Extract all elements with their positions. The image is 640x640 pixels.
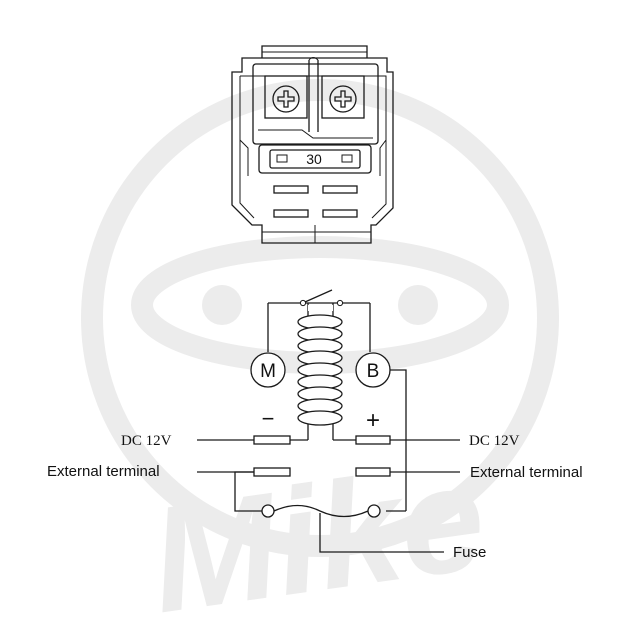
fuse-socket: [258, 144, 372, 174]
dc-terminal-minus: [253, 435, 291, 445]
connector-slot-3: [273, 209, 309, 218]
watermark-left-dot: [202, 285, 242, 325]
relay-body-inner-left: [239, 76, 255, 219]
battery-symbol-label: B: [367, 361, 380, 382]
left-side-tab: [239, 139, 249, 176]
coil-windings: [297, 305, 343, 426]
ext-terminal-left: [253, 467, 291, 477]
center-divider: [308, 60, 319, 132]
fuse-element: [273, 504, 369, 518]
switch-left-contact: [299, 299, 307, 307]
right-screw-icon: [329, 85, 357, 113]
fuse-left-blade: [276, 154, 288, 163]
schematic-labels: DC 12V DC 12V External terminal External…: [47, 433, 583, 561]
left-screw-cross-icon: [277, 90, 295, 108]
coil-turn: [297, 410, 343, 426]
connector-slot-1: [273, 185, 309, 194]
fuse-right-terminal: [367, 504, 381, 518]
center-divider-top: [308, 57, 319, 61]
ext-terminal-right-label: External terminal: [470, 464, 583, 481]
dc-terminal-plus: [355, 435, 391, 445]
fuse-left-terminal: [261, 504, 275, 518]
switch-right-contact: [336, 299, 344, 307]
coil-top-cap: [308, 305, 333, 311]
relay-schematic: M B − +: [197, 289, 460, 553]
motor-symbol-icon: [250, 352, 286, 388]
connector-slot-4: [322, 209, 358, 218]
right-screw-housing: [321, 75, 365, 119]
fuse-right-blade: [341, 154, 353, 163]
dc-right-label: DC 12V: [469, 433, 520, 449]
fuse-rating-label: 30: [306, 151, 322, 167]
ext-terminal-right: [355, 467, 391, 477]
right-screw-cross-icon: [334, 90, 352, 108]
switch-blade: [304, 289, 333, 303]
relay-housing: 30: [231, 45, 394, 244]
minus-sign: −: [262, 406, 275, 431]
watermark-text: Mike: [141, 432, 495, 640]
dc-left-label: DC 12V: [121, 433, 172, 449]
terminal-ledge: [258, 129, 373, 139]
ext-terminal-left-label: External terminal: [47, 463, 160, 480]
watermark-right-dot: [398, 285, 438, 325]
wire-fuse-left: [234, 471, 262, 512]
plus-sign: +: [366, 407, 380, 434]
right-side-tab: [379, 139, 387, 176]
fuse-label: Fuse: [453, 544, 486, 561]
wire-battery-feed: [390, 369, 407, 511]
relay-body-outline: [231, 57, 394, 244]
fuse-30a-body: [269, 149, 361, 169]
motor-symbol-label: M: [260, 361, 276, 382]
fuse-leader-line: [319, 513, 444, 553]
terminal-block: [252, 63, 379, 145]
left-screw-housing: [264, 75, 308, 119]
left-screw-icon: [272, 85, 300, 113]
connector-slot-2: [322, 185, 358, 194]
